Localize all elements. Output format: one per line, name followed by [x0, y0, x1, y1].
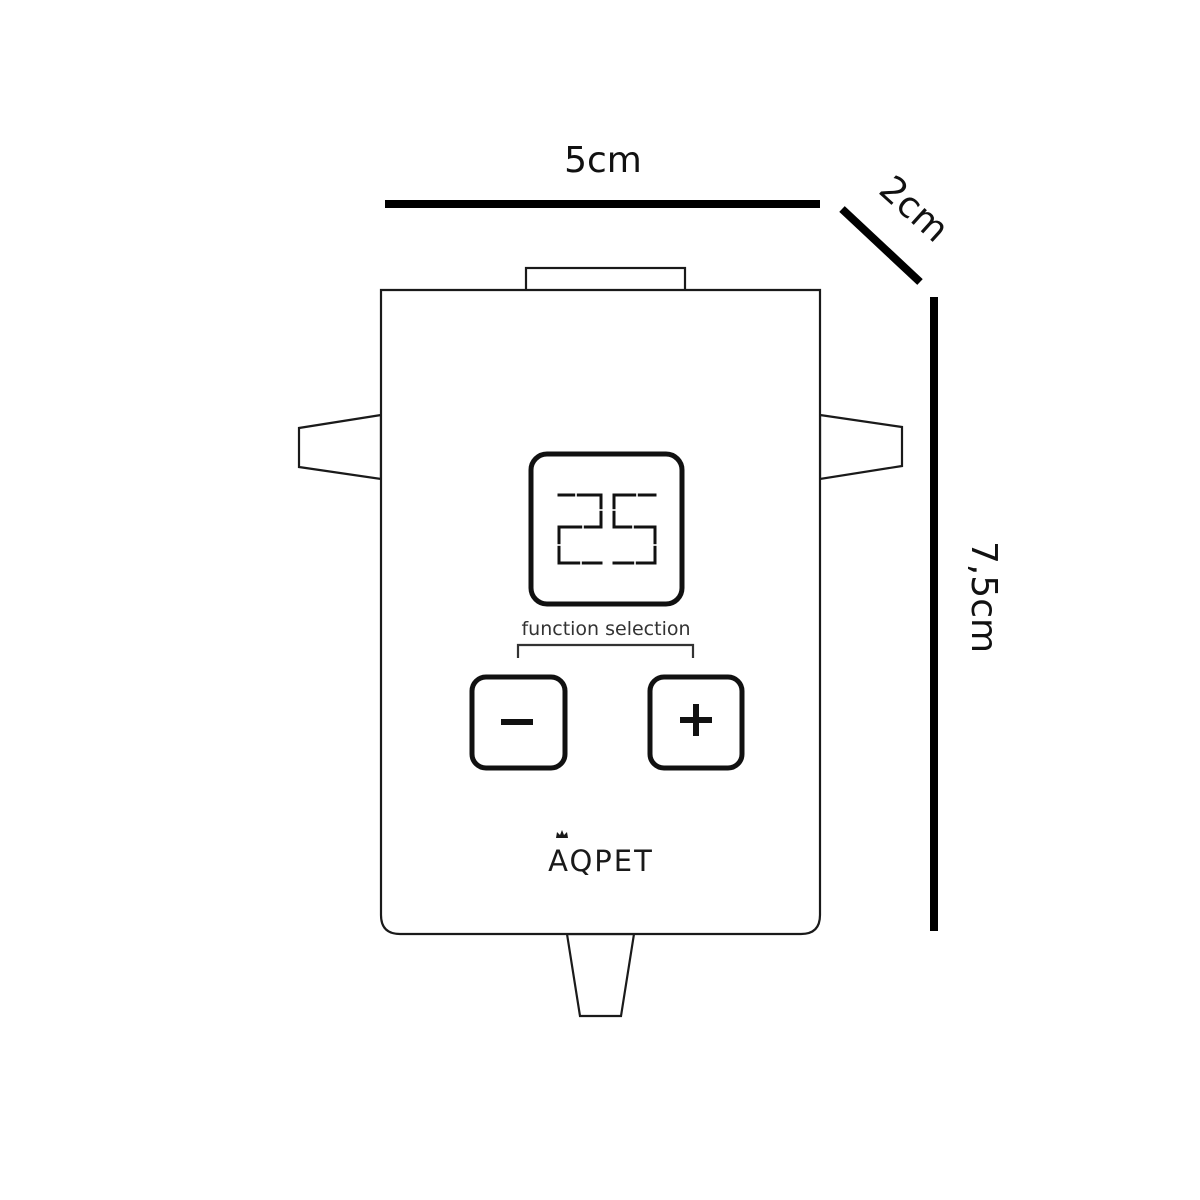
segment-gaps: [557, 493, 657, 565]
display-digit-2: [557, 493, 603, 565]
height-dimension: 7,5cm: [930, 297, 1004, 931]
left-nozzle: [297, 413, 383, 481]
display-frame: [528, 451, 685, 607]
width-dimension: 5cm: [385, 140, 820, 208]
plus-button[interactable]: [647, 674, 745, 771]
depth-dimension: 2cm: [839, 168, 956, 285]
crown-icon: [556, 830, 568, 838]
brand-name: AQPET: [548, 844, 654, 878]
function-selection-bracket: [516, 643, 695, 658]
device: 25 function selection AQPET: [297, 266, 904, 1018]
function-selection-label: function selection: [521, 618, 690, 640]
minus-button[interactable]: [469, 674, 568, 771]
bottom-cable-outlet: [565, 932, 636, 1018]
display-digit-5: [612, 493, 657, 565]
display: 25: [528, 451, 685, 607]
top-connector: [524, 266, 687, 293]
depth-dimension-line: [839, 206, 923, 285]
height-dimension-label: 7,5cm: [963, 541, 1004, 653]
device-housing: [379, 288, 822, 936]
depth-dimension-label: 2cm: [871, 168, 956, 251]
plus-icon: [680, 704, 712, 736]
right-nozzle: [818, 413, 904, 481]
brand-logo: AQPET: [548, 830, 654, 878]
width-dimension-label: 5cm: [564, 140, 642, 181]
